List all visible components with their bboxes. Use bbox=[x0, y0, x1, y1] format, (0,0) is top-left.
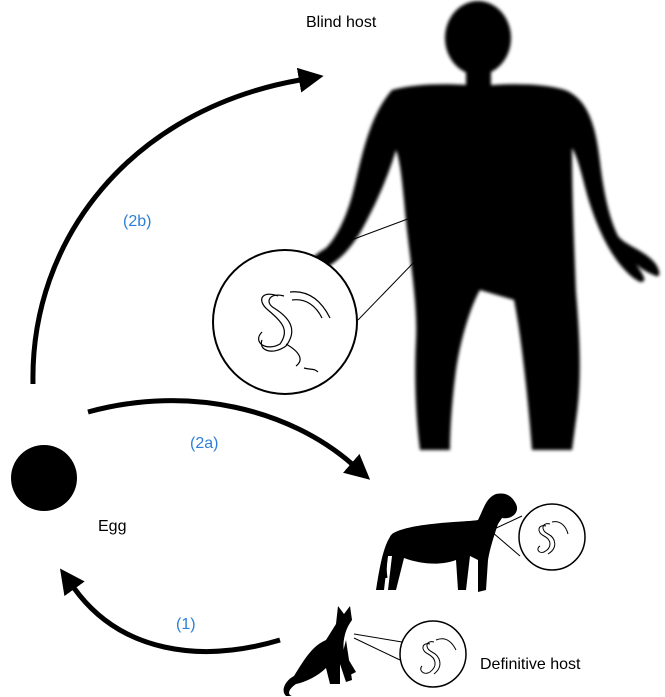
blind-host-label: Blind host bbox=[306, 14, 377, 31]
egg-label: Egg bbox=[98, 518, 126, 535]
definitive-host-label: Definitive host bbox=[480, 656, 581, 673]
cat-silhouette bbox=[284, 606, 356, 696]
path-label-2b: (2b) bbox=[123, 213, 151, 230]
egg-circle bbox=[11, 445, 77, 511]
cat-zoom-lines bbox=[354, 634, 402, 660]
human-zoom-circle bbox=[213, 250, 357, 394]
human-silhouette bbox=[305, 1, 660, 450]
cat-zoom-circle bbox=[400, 621, 466, 687]
dog-silhouette bbox=[376, 493, 517, 592]
path-label-1: (1) bbox=[176, 616, 196, 633]
arrow-2a bbox=[88, 401, 352, 464]
path-label-2a: (2a) bbox=[190, 435, 218, 452]
